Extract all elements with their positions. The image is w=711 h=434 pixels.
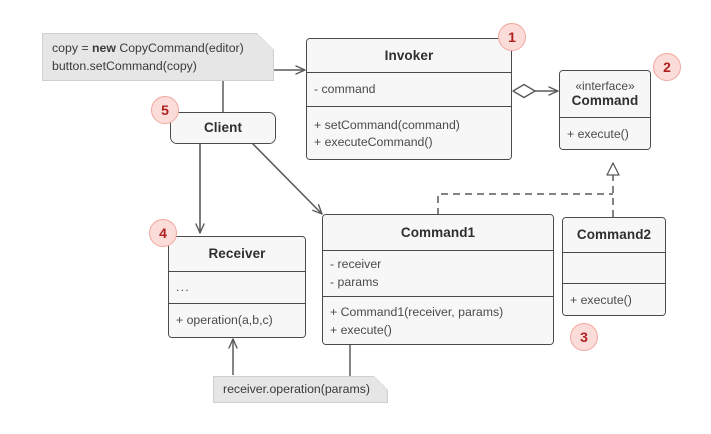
invoker-class-name: Invoker [384, 47, 434, 63]
command-method-execute: + execute() [567, 126, 629, 141]
invoker-title-compartment: Invoker [307, 39, 511, 73]
badge-4-label: 4 [159, 225, 167, 241]
class-box-command[interactable]: «interface» Command + execute() [559, 70, 651, 150]
command2-class-name: Command2 [576, 227, 652, 243]
command-class-name: Command [571, 93, 639, 109]
invoker-methods-compartment: + setCommand(command) + executeCommand() [307, 107, 511, 159]
client-class-name: Client [203, 120, 243, 136]
note-client-code-line-1: copy = new CopyCommand(editor) [52, 40, 264, 58]
badge-2-label: 2 [663, 59, 671, 75]
note-text-post: CopyCommand(editor) [115, 41, 244, 55]
command1-methods-compartment: + Command1(receiver, params) + execute() [323, 297, 553, 344]
badge-2: 2 [653, 53, 681, 81]
edge-command1-realizes-command [437, 193, 613, 215]
command-title-compartment: «interface» Command [560, 71, 650, 118]
client-title-compartment: Client [171, 113, 275, 143]
command1-field-receiver: - receiver [330, 257, 382, 272]
class-box-client[interactable]: Client [170, 112, 276, 144]
receiver-class-name: Receiver [208, 246, 266, 262]
badge-3: 3 [570, 323, 598, 351]
badge-5-label: 5 [161, 102, 169, 118]
command2-methods-compartment: + execute() [563, 284, 665, 315]
invoker-field-command: - command [314, 81, 376, 96]
command1-title-compartment: Command1 [323, 215, 553, 251]
invoker-method-executecommand: + executeCommand() [314, 135, 433, 149]
receiver-title-compartment: Receiver [169, 237, 305, 272]
edge-invoker-aggregation-command [512, 83, 559, 99]
class-box-receiver[interactable]: Receiver ... + operation(a,b,c) [168, 236, 306, 338]
badge-1: 1 [498, 23, 526, 51]
command1-class-name: Command1 [400, 224, 476, 240]
note-receiver-call-text: receiver.operation(params) [223, 382, 370, 396]
note-receiver-call: receiver.operation(params) [213, 376, 388, 403]
command1-method-execute: + execute() [330, 322, 392, 337]
badge-1-label: 1 [508, 29, 516, 45]
invoker-method-setcommand: + setCommand(command) [314, 117, 460, 132]
command-methods-compartment: + execute() [560, 118, 650, 149]
class-box-invoker[interactable]: Invoker - command + setCommand(command) … [306, 38, 512, 160]
command1-field-params: - params [330, 274, 379, 289]
receiver-method-operation: + operation(a,b,c) [176, 312, 273, 327]
badge-3-label: 3 [580, 329, 588, 345]
receiver-fields-compartment: ... [169, 272, 305, 304]
note-text-pre: copy = [52, 41, 92, 55]
command1-constructor: + Command1(receiver, params) [330, 305, 504, 320]
command-stereotype: «interface» [575, 79, 635, 94]
class-box-command1[interactable]: Command1 - receiver - params + Command1(… [322, 214, 554, 345]
command2-method-execute: + execute() [570, 292, 632, 307]
note-client-code: copy = new CopyCommand(editor) button.se… [42, 33, 274, 81]
note-keyword-new: new [92, 41, 116, 55]
class-box-command2[interactable]: Command2 + execute() [562, 217, 666, 316]
badge-5: 5 [151, 96, 179, 124]
note-client-code-line-2: button.setCommand(copy) [52, 58, 197, 73]
command1-fields-compartment: - receiver - params [323, 251, 553, 297]
receiver-field-ellipsis: ... [176, 279, 190, 294]
command2-fields-compartment [563, 253, 665, 284]
badge-4: 4 [149, 219, 177, 247]
command2-title-compartment: Command2 [563, 218, 665, 253]
invoker-fields-compartment: - command [307, 73, 511, 107]
receiver-methods-compartment: + operation(a,b,c) [169, 304, 305, 337]
